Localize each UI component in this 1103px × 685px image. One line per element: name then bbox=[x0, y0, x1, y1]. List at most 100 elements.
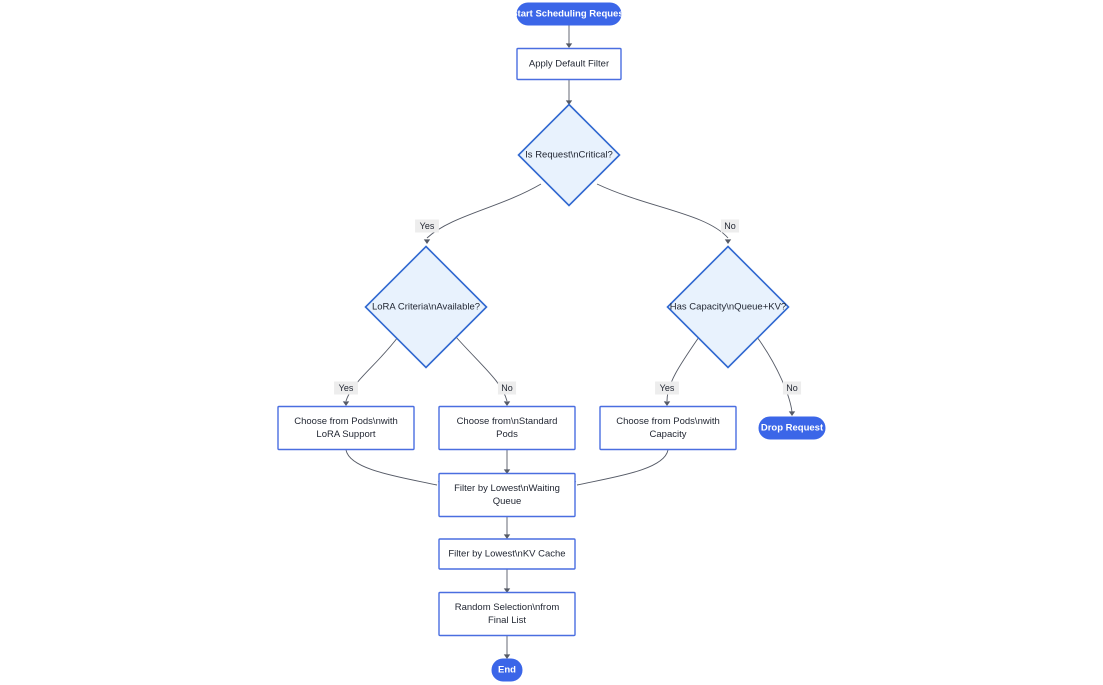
edge-arrowhead bbox=[503, 588, 511, 593]
node-apply_filter[interactable]: Apply Default Filter bbox=[516, 47, 622, 81]
node-label-text: Has Capacity\nQueue+KV? bbox=[670, 302, 786, 313]
node-shape-diamond[interactable] bbox=[517, 103, 621, 207]
edge-line bbox=[455, 336, 508, 402]
node-shape-rect[interactable] bbox=[599, 405, 737, 451]
node-label-text: Filter by Lowest\nKV Cache bbox=[448, 549, 565, 560]
edge-label-background bbox=[334, 381, 358, 395]
edge-lora_criteria-to-pods_lora bbox=[342, 336, 399, 406]
node-drop_request[interactable]: Drop Request bbox=[758, 416, 826, 440]
edge-arrowhead bbox=[503, 401, 511, 406]
edge-line bbox=[756, 336, 793, 413]
edge-label-no: No bbox=[497, 381, 517, 395]
node-shape-pill[interactable] bbox=[758, 416, 826, 440]
node-shape-rect[interactable] bbox=[516, 47, 622, 81]
edge-arrowhead bbox=[663, 401, 671, 406]
edge-line bbox=[426, 183, 542, 239]
edge-arrowhead bbox=[342, 401, 350, 406]
edge-label-text: Yes bbox=[339, 383, 354, 393]
edge-is_critical-to-has_capacity bbox=[596, 183, 732, 244]
node-has_capacity[interactable]: Has Capacity\nQueue+KV? bbox=[666, 245, 790, 369]
edge-has_capacity-to-pods_capacity bbox=[663, 336, 700, 406]
node-label-text: Random Selection\nfrom bbox=[455, 602, 560, 613]
edge-pods_capacity-to-filter_queue bbox=[569, 449, 669, 486]
edge-label-text: No bbox=[501, 383, 513, 393]
node-shape-rect[interactable] bbox=[438, 405, 576, 451]
edge-filter_kv-to-random_sel bbox=[503, 569, 511, 593]
edge-label-no: No bbox=[720, 219, 740, 233]
node-label-text: Is Request\nCritical? bbox=[525, 150, 613, 161]
edge-apply_filter-to-is_critical bbox=[565, 80, 573, 105]
edge-label-yes: Yes bbox=[655, 381, 679, 395]
node-shape-rect[interactable] bbox=[438, 591, 576, 637]
edge-pods_lora-to-filter_queue bbox=[345, 449, 445, 486]
edge-label-text: No bbox=[786, 383, 798, 393]
node-lora_criteria[interactable]: LoRA Criteria\nAvailable? bbox=[364, 245, 488, 369]
node-label-text: Choose from\nStandard bbox=[457, 416, 558, 427]
node-label-text: Final List bbox=[488, 615, 526, 626]
edge-label-background bbox=[720, 219, 740, 233]
node-label-text: Capacity bbox=[650, 429, 687, 440]
edge-line bbox=[345, 336, 399, 402]
edge-is_critical-to-lora_criteria bbox=[423, 183, 542, 244]
node-end[interactable]: End bbox=[491, 658, 523, 682]
edge-label-yes: Yes bbox=[415, 219, 439, 233]
edge-label-background bbox=[655, 381, 679, 395]
node-label-text: End bbox=[498, 665, 516, 676]
node-shape-pill[interactable] bbox=[491, 658, 523, 682]
edge-label-text: Yes bbox=[420, 221, 435, 231]
edge-line bbox=[576, 449, 669, 486]
edge-label-no: No bbox=[782, 381, 802, 395]
node-shape-pill[interactable] bbox=[516, 2, 622, 26]
edge-pods_standard-to-filter_queue bbox=[503, 450, 511, 474]
edges-layer bbox=[342, 25, 796, 659]
node-label-text: Choose from Pods\nwith bbox=[616, 416, 720, 427]
node-shape-diamond[interactable] bbox=[364, 245, 488, 369]
node-shape-rect[interactable] bbox=[438, 472, 576, 518]
node-label-text: Pods bbox=[496, 429, 518, 440]
node-shape-rect[interactable] bbox=[277, 405, 415, 451]
node-label-text: Queue bbox=[493, 496, 522, 507]
edge-line bbox=[666, 336, 700, 402]
node-label-text: LoRA Criteria\nAvailable? bbox=[372, 302, 480, 313]
node-shape-diamond[interactable] bbox=[666, 245, 790, 369]
edge-arrowhead bbox=[565, 43, 573, 48]
edge-has_capacity-to-drop_request bbox=[756, 336, 796, 416]
node-label-text: Filter by Lowest\nWaiting bbox=[454, 483, 560, 494]
node-label-text: Apply Default Filter bbox=[529, 59, 609, 70]
node-start[interactable]: Start Scheduling Request bbox=[511, 2, 628, 26]
edge-arrowhead bbox=[565, 100, 573, 105]
edge-arrowhead bbox=[788, 411, 796, 416]
node-filter_kv[interactable]: Filter by Lowest\nKV Cache bbox=[438, 538, 576, 570]
node-label-text: LoRA Support bbox=[316, 429, 376, 440]
node-shape-rect[interactable] bbox=[438, 538, 576, 570]
edge-arrowhead bbox=[724, 239, 732, 244]
edge-label-background bbox=[415, 219, 439, 233]
edge-arrowhead bbox=[503, 534, 511, 539]
edge-label-text: No bbox=[724, 221, 736, 231]
node-label-text: Choose from Pods\nwith bbox=[294, 416, 398, 427]
edge-lora_criteria-to-pods_standard bbox=[455, 336, 511, 406]
edge-arrowhead bbox=[503, 469, 511, 474]
edge-arrowhead bbox=[503, 654, 511, 659]
edge-label-yes: Yes bbox=[334, 381, 358, 395]
edge-filter_queue-to-filter_kv bbox=[503, 517, 511, 539]
edge-line bbox=[345, 449, 438, 486]
edge-label-text: Yes bbox=[660, 383, 675, 393]
edge-random_sel-to-end bbox=[503, 636, 511, 659]
node-label-text: Drop Request bbox=[761, 423, 824, 434]
node-is_critical[interactable]: Is Request\nCritical? bbox=[517, 103, 621, 207]
edge-label-background bbox=[497, 381, 517, 395]
edge-arrowhead bbox=[423, 239, 431, 244]
node-label-text: Start Scheduling Request bbox=[511, 9, 627, 20]
edge-start-to-apply_filter bbox=[565, 25, 573, 48]
edge-line bbox=[596, 183, 729, 239]
